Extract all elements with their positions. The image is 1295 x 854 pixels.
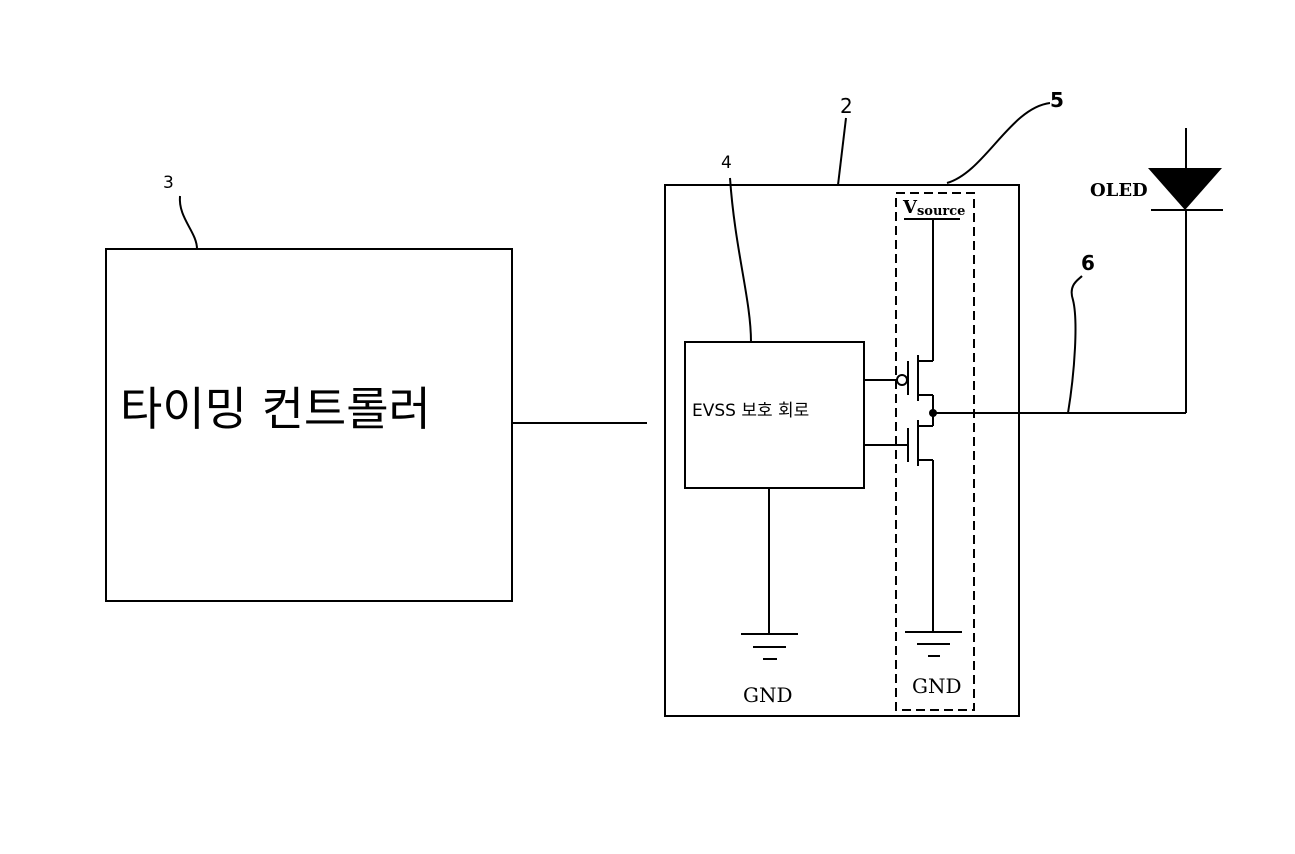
vsource-label: Vsource bbox=[902, 197, 965, 219]
power-block-box bbox=[665, 185, 1019, 716]
ref-label-2: 2 bbox=[840, 94, 853, 118]
ref-label-5: 5 bbox=[1050, 88, 1064, 112]
timing-controller-label: 타이밍 컨트롤러 bbox=[120, 382, 431, 436]
junction-node bbox=[929, 409, 937, 417]
leader-line-4 bbox=[730, 178, 751, 342]
vsource-main: V bbox=[902, 197, 918, 218]
circuit-gnd-label: GND bbox=[743, 683, 793, 707]
switch-gnd-label: GND bbox=[912, 674, 962, 698]
leader-line-5 bbox=[947, 103, 1050, 183]
ref-label-6: 6 bbox=[1081, 251, 1095, 275]
oled-diode-triangle bbox=[1148, 168, 1222, 210]
protection-circuit-label: EVSS 보호 회로 bbox=[692, 401, 809, 421]
ref-label-4: 4 bbox=[721, 153, 732, 173]
leader-line-3 bbox=[180, 196, 197, 249]
vsource-sub: source bbox=[917, 204, 965, 219]
leader-line-2 bbox=[838, 118, 846, 185]
pmos-gate-bubble bbox=[897, 375, 907, 385]
leader-line-6 bbox=[1068, 276, 1082, 413]
oled-label: OLED bbox=[1090, 180, 1148, 201]
ref-label-3: 3 bbox=[163, 173, 174, 193]
